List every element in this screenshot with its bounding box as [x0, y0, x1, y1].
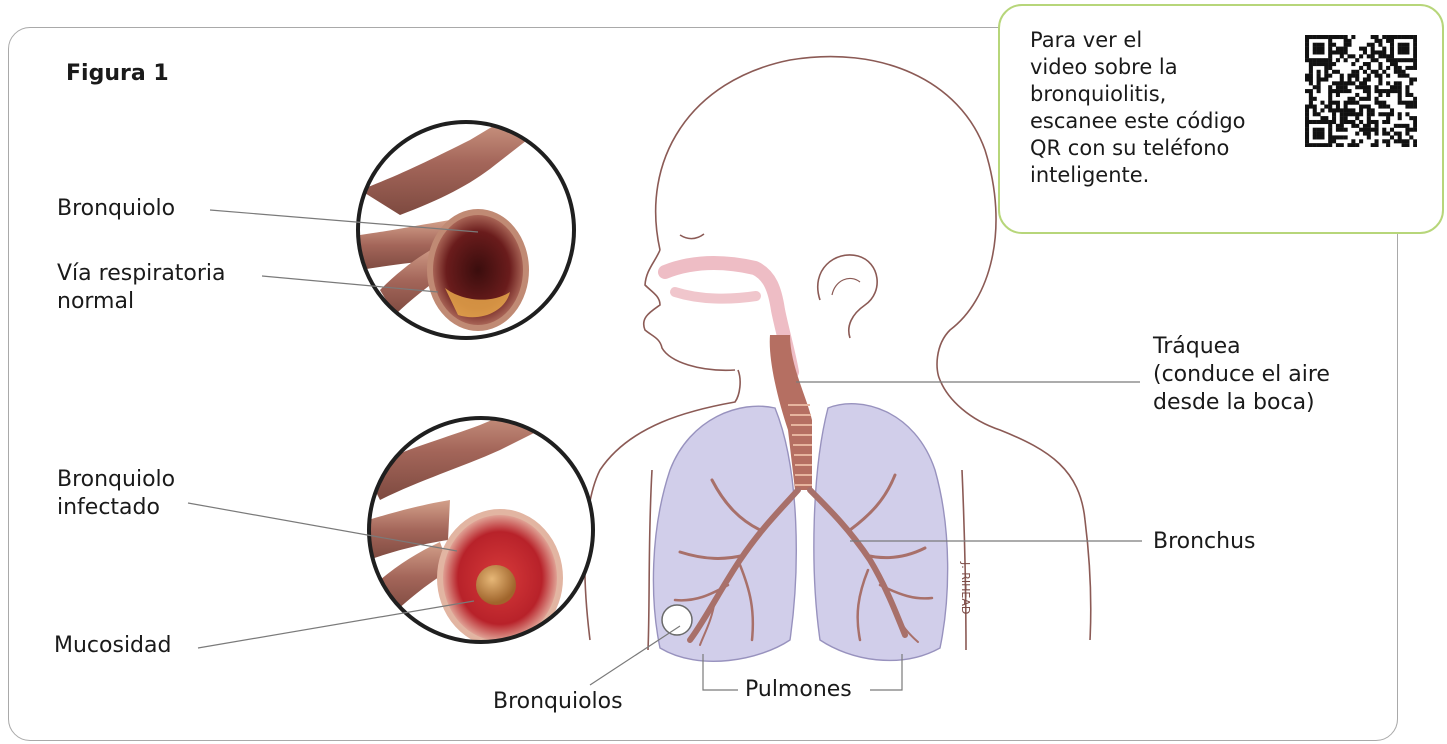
qr-line-4: escanee este código	[1030, 108, 1246, 135]
label-bronquiolos: Bronquiolos	[493, 688, 623, 716]
bronchiole-magnifier	[662, 605, 692, 635]
label-traquea-line3: desde la boca)	[1153, 389, 1330, 417]
qr-line-5: QR con su teléfono	[1030, 135, 1246, 162]
figure-title: Figura 1	[66, 60, 169, 88]
signature: J. RIHEAD	[959, 561, 972, 614]
label-via-line1: Vía respiratoria	[57, 260, 226, 288]
normal-bronchiole-circle	[358, 110, 574, 338]
label-bronquiolo-infectado: Bronquiolo infectado	[57, 466, 175, 522]
qr-code-image[interactable]	[1305, 35, 1417, 147]
label-traquea-line2: (conduce el aire	[1153, 361, 1330, 389]
qr-line-2: video sobre la	[1030, 54, 1246, 81]
qr-line-3: bronquiolitis,	[1030, 81, 1246, 108]
label-traquea: Tráquea (conduce el aire desde la boca)	[1153, 333, 1330, 417]
qr-instructions: Para ver el video sobre la bronquiolitis…	[1030, 27, 1246, 189]
left-lung	[814, 404, 948, 661]
infected-bronchiole-circle	[365, 400, 593, 644]
label-infectado-line2: infectado	[57, 494, 175, 522]
label-infectado-line1: Bronquiolo	[57, 466, 175, 494]
label-mucosidad: Mucosidad	[54, 632, 171, 660]
label-bronchus: Bronchus	[1153, 528, 1256, 556]
label-traquea-line1: Tráquea	[1153, 333, 1330, 361]
ear	[818, 255, 877, 338]
label-via-respiratoria: Vía respiratoria normal	[57, 260, 226, 316]
qr-line-1: Para ver el	[1030, 27, 1246, 54]
label-bronquiolo: Bronquiolo	[57, 195, 175, 223]
eye	[680, 234, 704, 239]
label-via-line2: normal	[57, 288, 226, 316]
qr-line-6: inteligente.	[1030, 162, 1246, 189]
label-pulmones: Pulmones	[745, 676, 852, 704]
